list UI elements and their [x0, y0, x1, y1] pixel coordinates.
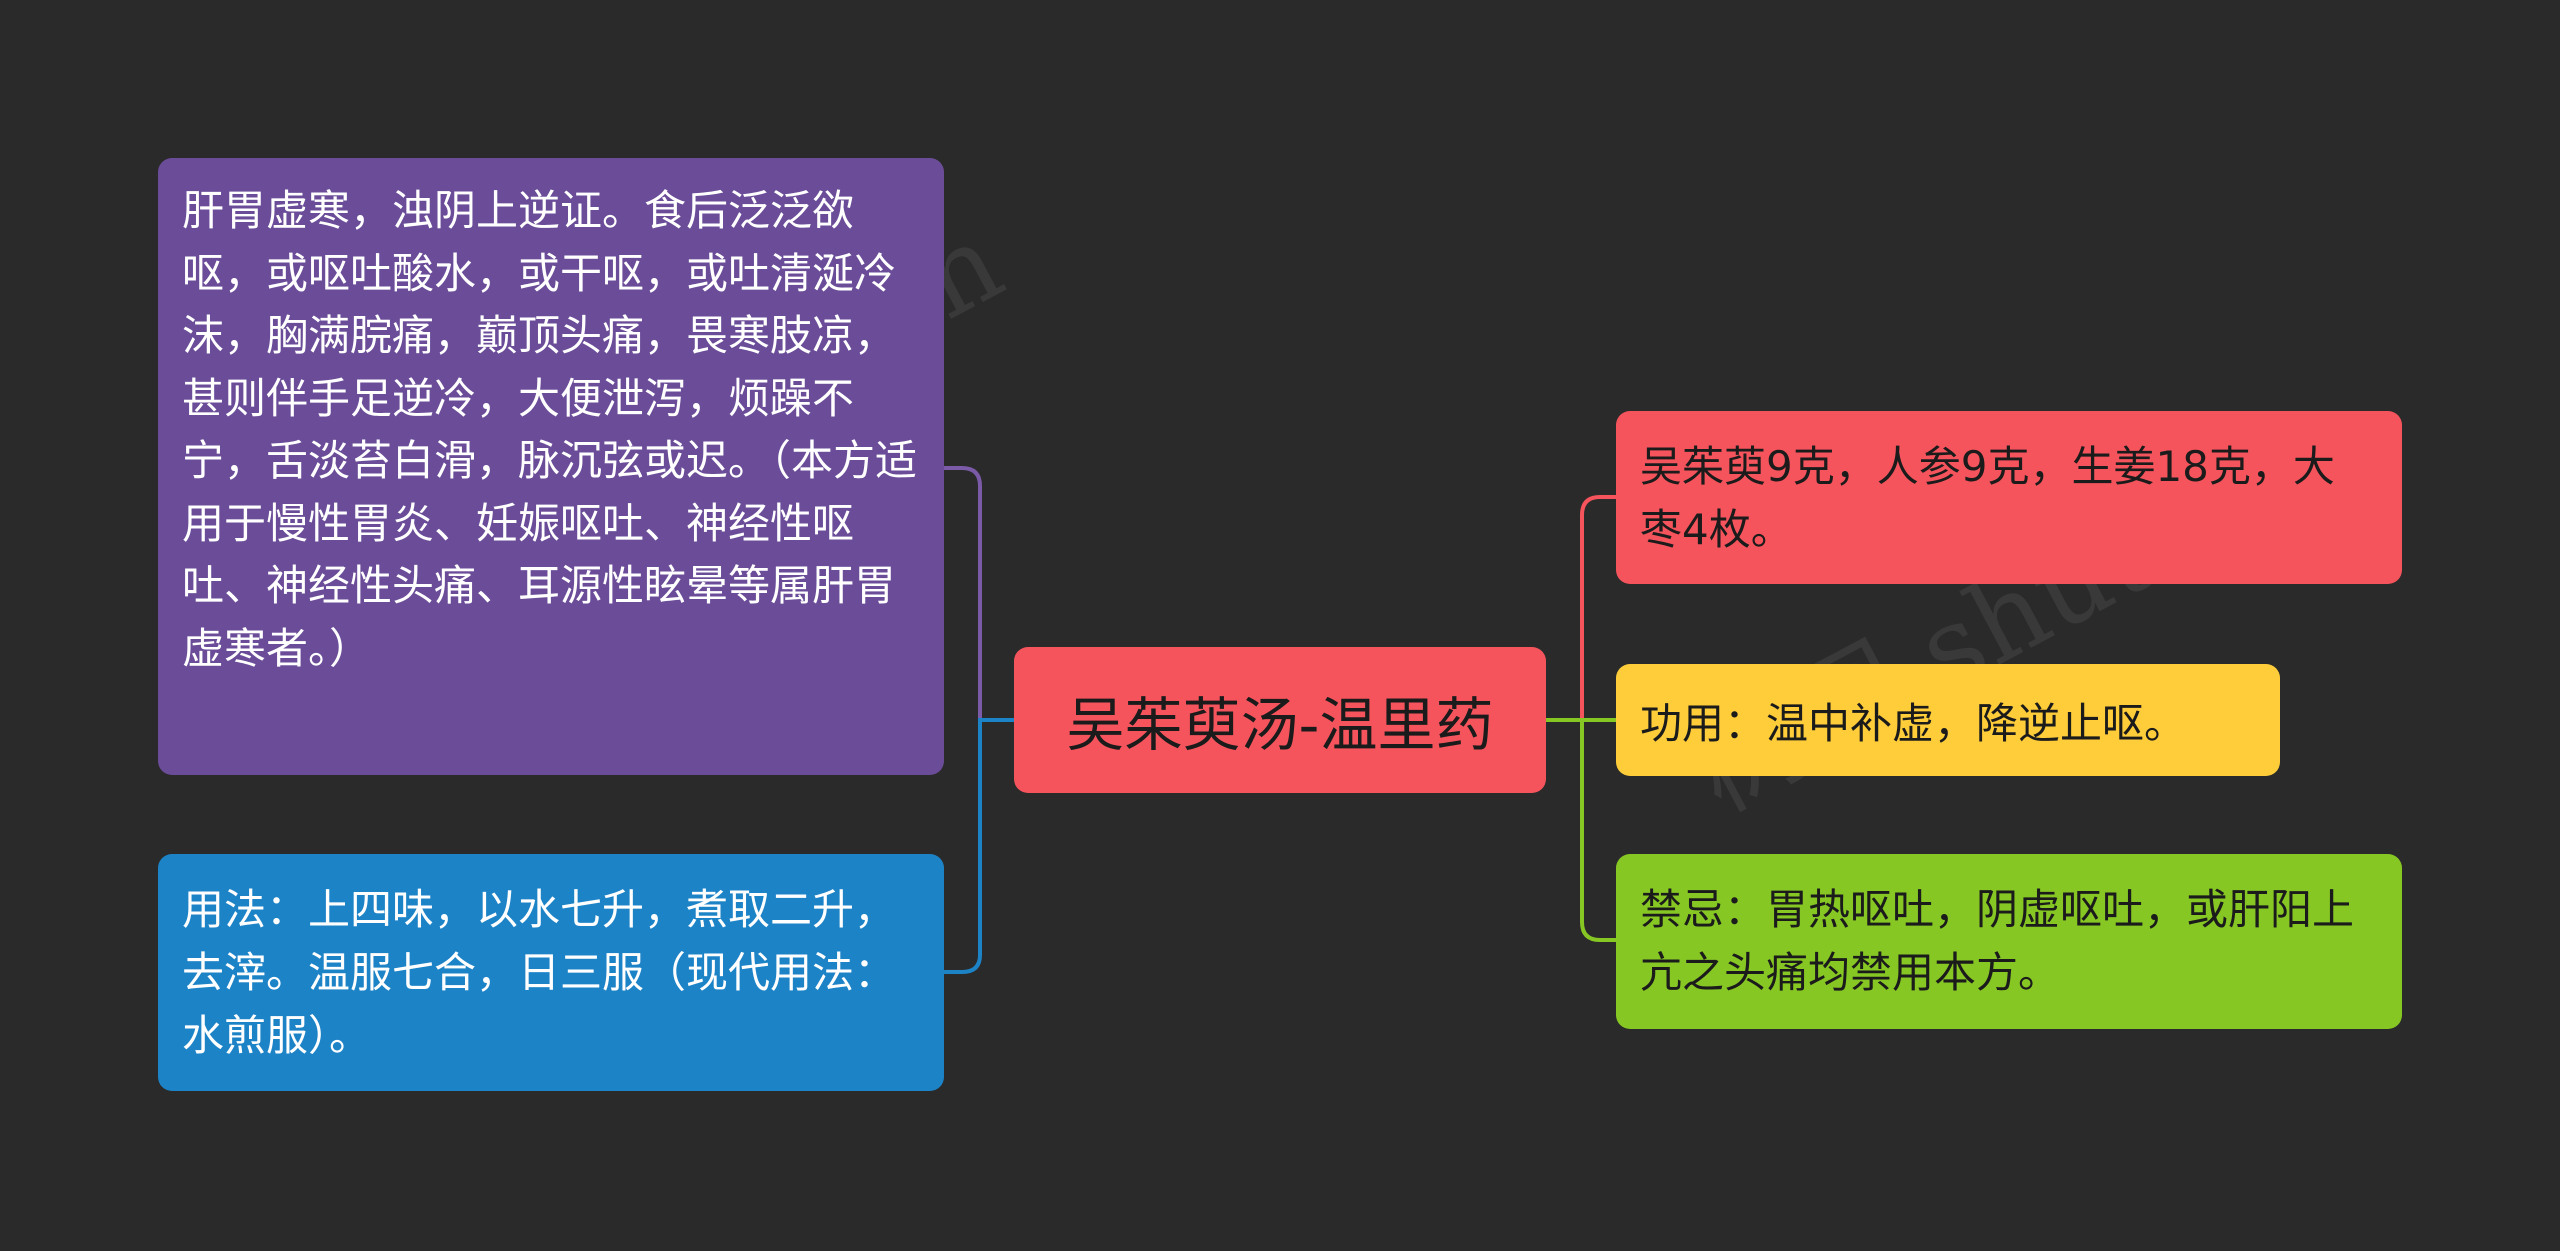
left-node-indications-text: 肝胃虚寒，浊阴上逆证。食后泛泛欲呕，或呕吐酸水，或干呕，或吐清涎冷沫，胸满脘痛，…	[182, 186, 918, 673]
connector-right-3	[1580, 720, 1616, 942]
connector-right-1	[1546, 495, 1616, 722]
right-node-function[interactable]: 功用：温中补虚，降逆止呕。	[1616, 664, 2280, 776]
right-node-function-text: 功用：温中补虚，降逆止呕。	[1640, 698, 2187, 748]
left-node-usage[interactable]: 用法：上四味，以水七升，煮取二升，去滓。温服七合，日三服（现代用法：水煎服）。	[158, 854, 944, 1091]
center-node-title: 吴茱萸汤-温里药	[1066, 691, 1494, 759]
center-node[interactable]: 吴茱萸汤-温里药	[1014, 647, 1546, 793]
left-node-usage-text: 用法：上四味，以水七升，煮取二升，去滓。温服七合，日三服（现代用法：水煎服）。	[182, 885, 897, 1060]
right-node-contraindications-text: 禁忌：胃热呕吐，阴虚呕吐，或肝阳上亢之头痛均禁用本方。	[1640, 885, 2355, 997]
connector-left-2	[944, 718, 1014, 974]
left-node-indications[interactable]: 肝胃虚寒，浊阴上逆证。食后泛泛欲呕，或呕吐酸水，或干呕，或吐清涎冷沫，胸满脘痛，…	[158, 158, 944, 775]
right-node-contraindications[interactable]: 禁忌：胃热呕吐，阴虚呕吐，或肝阳上亢之头痛均禁用本方。	[1616, 854, 2402, 1029]
right-node-ingredients[interactable]: 吴茱萸9克，人参9克，生姜18克，大枣4枚。	[1616, 411, 2402, 584]
connector-left-1	[944, 466, 1014, 722]
right-node-ingredients-text: 吴茱萸9克，人参9克，生姜18克，大枣4枚。	[1640, 442, 2335, 554]
